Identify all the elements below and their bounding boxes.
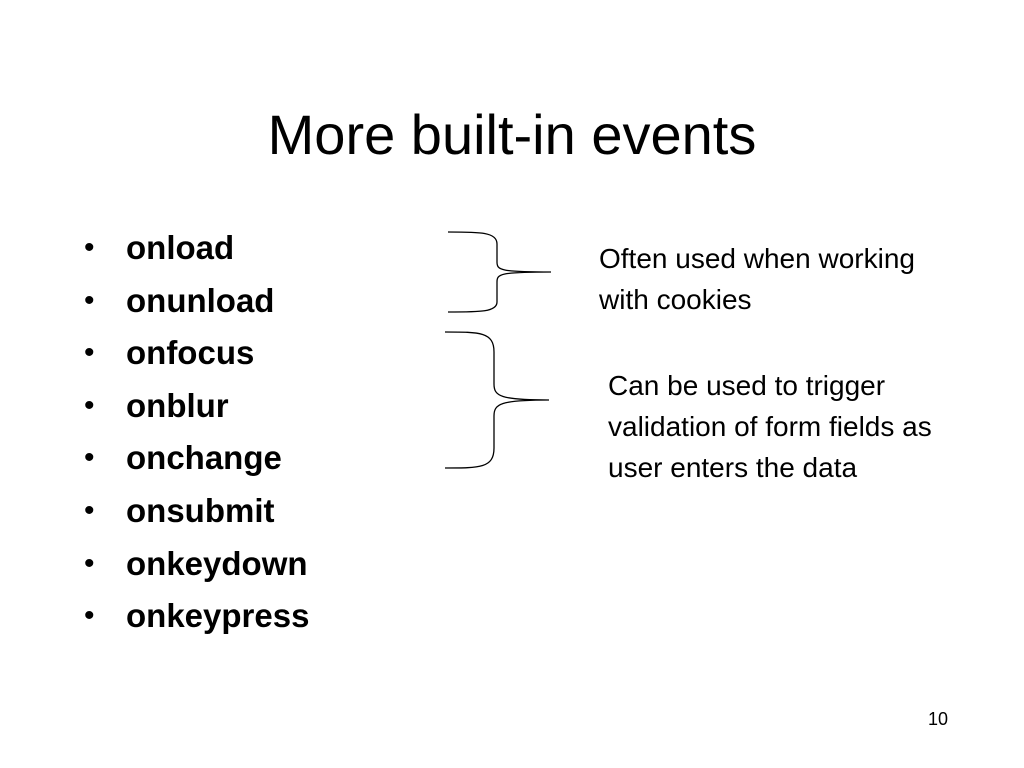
bullet-icon: •	[84, 388, 95, 422]
bullet-icon: •	[84, 336, 95, 370]
event-label: onfocus	[126, 334, 255, 372]
event-label: onunload	[126, 281, 275, 319]
bullet-icon: •	[84, 546, 95, 580]
page-number: 10	[927, 709, 948, 729]
event-item-onload: • onload	[84, 222, 309, 275]
event-list: • onload • onunload • onfocus • onblur •…	[84, 222, 309, 643]
event-item-onkeydown: • onkeydown	[84, 538, 309, 591]
bullet-icon: •	[84, 283, 95, 317]
event-label: onload	[126, 229, 235, 266]
event-label: onchange	[126, 439, 282, 477]
curly-brace-upper-icon	[447, 231, 552, 313]
bullet-icon: •	[84, 493, 95, 527]
bullet-icon: •	[84, 441, 95, 475]
event-item-onchange: • onchange	[84, 432, 309, 485]
event-item-onunload: • onunload	[84, 275, 309, 328]
event-item-onfocus: • onfocus	[84, 327, 309, 380]
bullet-icon: •	[84, 231, 95, 264]
event-label: onblur	[126, 386, 229, 424]
event-label: onsubmit	[126, 491, 275, 529]
curly-brace-lower-icon	[444, 331, 550, 469]
slide-title: More built-in events	[267, 103, 757, 166]
bullet-icon: •	[84, 599, 95, 633]
event-item-onkeypress: • onkeypress	[84, 590, 309, 643]
annotation-cookies: Often used when working with cookies	[599, 243, 915, 315]
event-label: onkeydown	[126, 544, 308, 582]
event-item-onblur: • onblur	[84, 380, 309, 433]
annotation-validation: Can be used to trigger validation of for…	[608, 370, 932, 483]
event-item-onsubmit: • onsubmit	[84, 485, 309, 538]
event-label: onkeypress	[126, 597, 310, 635]
